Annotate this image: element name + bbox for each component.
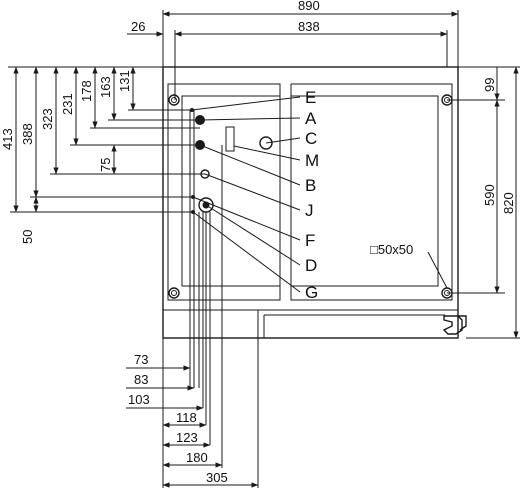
dim-26: 26 (131, 19, 145, 34)
dim-99: 99 (482, 78, 497, 92)
dim-305: 305 (206, 470, 228, 485)
dim-83: 83 (134, 372, 148, 387)
dim-103: 103 (128, 392, 150, 407)
dim-838: 838 (298, 19, 320, 34)
callout-j: J (305, 201, 314, 220)
dim-413: 413 (0, 128, 15, 150)
dim-73: 73 (134, 352, 148, 367)
dim-163: 163 (98, 76, 113, 98)
top-dimensions: 890 838 26 (127, 0, 459, 100)
bottom-dimensions: 73 83 103 118 123 180 305 (126, 145, 259, 488)
dim-820: 820 (501, 192, 516, 214)
dim-590: 590 (482, 184, 497, 206)
callout-f: F (305, 231, 315, 250)
connection-c (259, 136, 273, 150)
dim-50: 50 (20, 230, 35, 244)
dim-118: 118 (176, 410, 197, 425)
dim-131: 131 (117, 70, 132, 92)
callout-b: B (305, 176, 316, 195)
latch-icon (442, 315, 467, 335)
leader-lines (191, 96, 448, 293)
dim-231: 231 (60, 93, 75, 115)
dim-123: 123 (176, 430, 198, 445)
left-dimensions: 413 388 323 231 178 163 131 75 50 (0, 66, 205, 244)
callout-e: E (305, 88, 316, 107)
callout-d: D (305, 256, 317, 275)
callout-m: M (305, 151, 319, 170)
right-inner-panel (290, 83, 453, 301)
dim-323: 323 (40, 108, 55, 130)
callout-a: A (305, 109, 317, 128)
dim-180: 180 (186, 450, 208, 465)
callout-c: C (305, 129, 317, 148)
square-note: □50x50 (370, 242, 413, 257)
left-inner-panel (167, 83, 281, 301)
dim-75: 75 (98, 158, 113, 172)
dim-178: 178 (79, 80, 94, 102)
cabinet-outline (162, 66, 459, 339)
dim-388: 388 (20, 123, 35, 145)
connections (189, 108, 273, 445)
dim-890: 890 (298, 0, 320, 13)
connection-m (225, 126, 235, 152)
callout-labels: E A C M B J F D G □50x50 (305, 88, 413, 302)
right-dimensions: 99 590 820 (447, 66, 520, 339)
callout-g: G (305, 283, 318, 302)
